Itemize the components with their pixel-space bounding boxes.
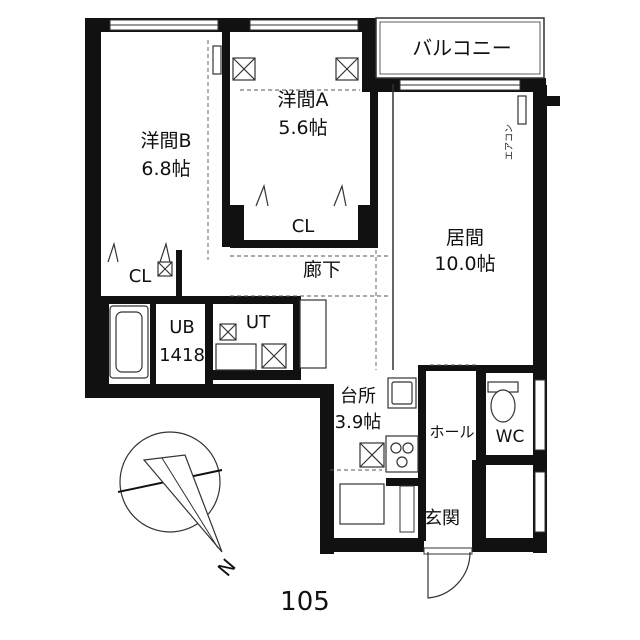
windows [109,19,546,533]
doors [107,183,473,599]
interior-walls [99,32,546,541]
bath-name: UB [169,317,195,338]
toilet-icon [487,381,519,423]
western-a-name: 洋間A [278,89,329,111]
western-a-size: 5.6帖 [278,117,327,139]
balcony-label: バルコニー [412,36,512,60]
compass-north-label: N [213,554,241,581]
toilet-label: WC [496,427,525,447]
compass-icon [117,431,223,553]
bath-size: 1418 [159,345,205,366]
closet-a-label: CL [292,216,315,237]
kitchen-name: 台所 [340,386,376,407]
western-b-size: 6.8帖 [141,158,190,180]
corridor-label: 廊下 [303,259,341,281]
vent-icon [157,57,385,468]
hall-label: ホール [429,423,474,441]
western-b-name: 洋間B [140,130,191,152]
unit-number: 105 [280,587,330,617]
entrance-label: 玄関 [424,508,460,529]
stove-icon [385,435,419,473]
closet-b-label: CL [129,266,152,287]
sink-icon [215,343,257,371]
living-name: 居間 [446,227,484,249]
dashed-lines [207,40,476,471]
aircon-label: エアコン [505,124,515,160]
fixtures [109,45,527,525]
balcony [375,17,545,79]
kitchen-size: 3.9帖 [335,412,382,433]
bathtub-icon [109,305,149,379]
living-size: 10.0帖 [434,253,495,275]
utility-label: UT [246,312,271,333]
